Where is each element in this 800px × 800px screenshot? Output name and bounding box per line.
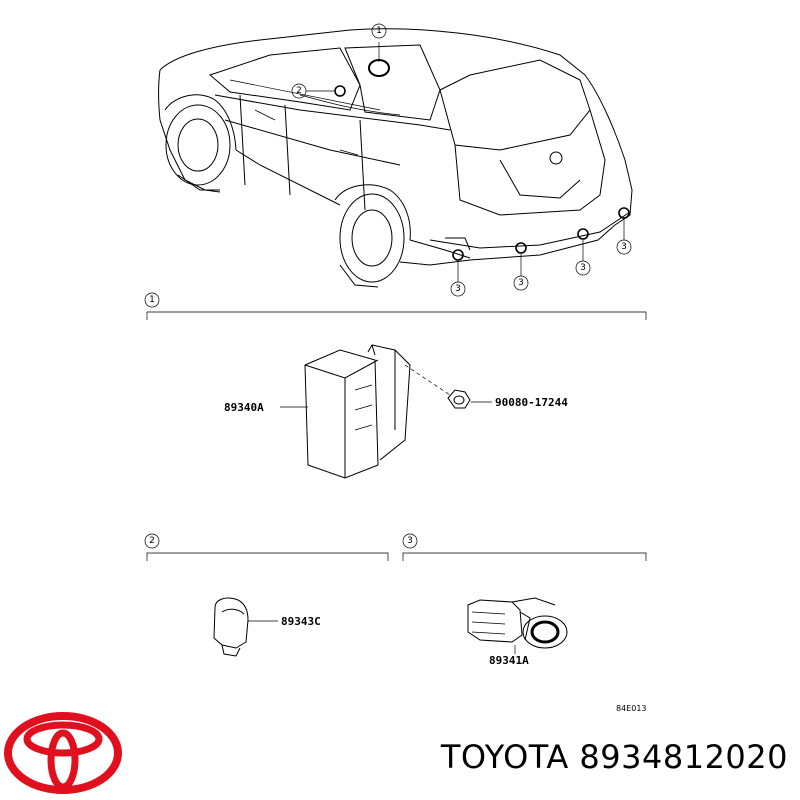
vehicle-illustration (158, 28, 633, 288)
part-label-90080-17244: 90080-17244 (495, 396, 568, 409)
callout-markers-3: 3 3 3 3 (450, 207, 632, 297)
part-label-89340a: 89340A (224, 401, 264, 414)
parking-sensor-drawing (467, 597, 568, 649)
svg-text:1: 1 (376, 26, 382, 36)
part-label-89341a: 89341A (489, 654, 529, 667)
part-number: 8934812020 (579, 738, 788, 776)
brand-caption: TOYOTA 8934812020 (368, 738, 788, 776)
svg-text:3: 3 (580, 263, 586, 273)
section-1: 1 89340A 90080-17244 (144, 292, 647, 479)
callout-marker-2: 2 (291, 83, 346, 99)
callout-marker-1: 1 (368, 23, 390, 77)
svg-text:3: 3 (407, 536, 413, 546)
indicator-drawing (213, 597, 249, 657)
svg-text:3: 3 (621, 242, 627, 252)
svg-text:3: 3 (518, 278, 524, 288)
part-label-89343c: 89343C (281, 615, 321, 628)
svg-text:1: 1 (149, 295, 155, 305)
section-2: 2 89343C (144, 533, 389, 657)
brand-name: TOYOTA (440, 738, 569, 776)
toyota-logo (4, 712, 122, 794)
diagram-code: 84E013 (616, 704, 647, 713)
svg-text:2: 2 (296, 86, 302, 96)
svg-text:2: 2 (149, 536, 155, 546)
section-3: 3 89341A (402, 533, 647, 667)
bolt-drawing (447, 389, 471, 409)
ecu-module-drawing (304, 344, 411, 479)
svg-text:3: 3 (455, 284, 461, 294)
